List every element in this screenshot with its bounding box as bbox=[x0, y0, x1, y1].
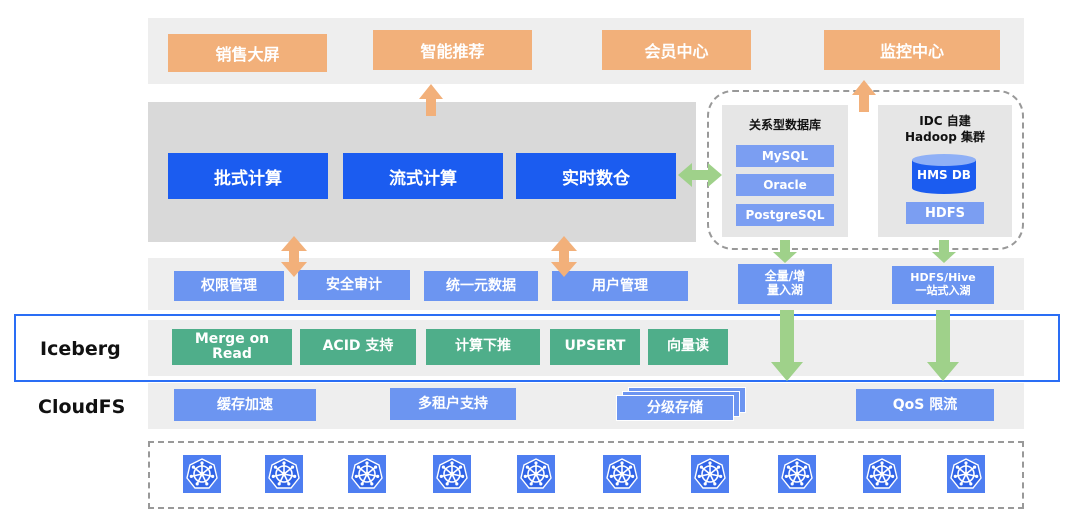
hms-db-label: HMS DB bbox=[917, 168, 971, 182]
ingest-line1: 全量/增 bbox=[764, 269, 806, 284]
cloudfs-label: CloudFS bbox=[38, 396, 126, 418]
cache-acceleration-box: 缓存加速 bbox=[174, 389, 316, 421]
app-member-center: 会员中心 bbox=[602, 30, 751, 70]
hive-ingest-box: HDFS/Hive 一站式入湖 bbox=[892, 266, 994, 304]
compute-pushdown-box: 计算下推 bbox=[426, 329, 540, 365]
hive-ingest-line2: 一站式入湖 bbox=[915, 284, 971, 297]
database-cylinder-icon bbox=[912, 154, 976, 194]
relational-db-title: 关系型数据库 bbox=[748, 118, 821, 132]
postgresql-box: PostgreSQL bbox=[736, 204, 834, 226]
hive-ingest-line1: HDFS/Hive bbox=[910, 271, 976, 285]
kubernetes-helm-icon bbox=[183, 455, 221, 493]
hadoop-title-line2: Hadoop 集群 bbox=[905, 130, 985, 144]
kubernetes-helm-icon bbox=[517, 455, 555, 493]
mysql-box: MySQL bbox=[736, 145, 834, 167]
vectorized-read-box: 向量读 bbox=[648, 329, 728, 365]
kubernetes-helm-icon bbox=[947, 455, 985, 493]
full-incremental-ingest-box: 全量/增 量入湖 bbox=[738, 264, 832, 304]
iceberg-highlight-outline bbox=[14, 314, 1060, 382]
kubernetes-helm-icon bbox=[265, 455, 303, 493]
realtime-warehouse-box: 实时数仓 bbox=[516, 153, 676, 199]
app-sales-dashboard: 销售大屏 bbox=[168, 34, 327, 72]
oracle-box: Oracle bbox=[736, 174, 834, 196]
hadoop-title-line1: IDC 自建 bbox=[919, 114, 971, 128]
user-mgmt-box: 用户管理 bbox=[552, 271, 688, 301]
iceberg-label: Iceberg bbox=[40, 338, 121, 360]
kubernetes-helm-icon bbox=[778, 455, 816, 493]
kubernetes-layer bbox=[148, 441, 1024, 509]
kubernetes-helm-icon bbox=[603, 455, 641, 493]
kubernetes-helm-icon bbox=[348, 455, 386, 493]
app-monitor-center: 监控中心 bbox=[824, 30, 1000, 70]
kubernetes-helm-icon bbox=[863, 455, 901, 493]
app-smart-recommend: 智能推荐 bbox=[373, 30, 532, 70]
acid-support-box: ACID 支持 bbox=[300, 329, 416, 365]
qos-throttle-box: QoS 限流 bbox=[856, 389, 994, 421]
multi-tenant-box: 多租户支持 bbox=[390, 388, 516, 420]
upsert-box: UPSERT bbox=[550, 329, 640, 365]
tiered-storage-box: 分级存储 bbox=[616, 395, 734, 421]
hdfs-box: HDFS bbox=[906, 202, 984, 224]
kubernetes-node-row bbox=[148, 441, 1024, 509]
unified-metadata-box: 统一元数据 bbox=[424, 271, 538, 301]
permission-mgmt-box: 权限管理 bbox=[174, 271, 284, 301]
kubernetes-helm-icon bbox=[691, 455, 729, 493]
stream-compute-box: 流式计算 bbox=[343, 153, 503, 199]
batch-compute-box: 批式计算 bbox=[168, 153, 328, 199]
ingest-line2: 量入湖 bbox=[766, 283, 803, 297]
kubernetes-helm-icon bbox=[433, 455, 471, 493]
merge-on-read-box: Merge on Read bbox=[172, 329, 292, 365]
security-audit-box: 安全审计 bbox=[298, 270, 410, 300]
